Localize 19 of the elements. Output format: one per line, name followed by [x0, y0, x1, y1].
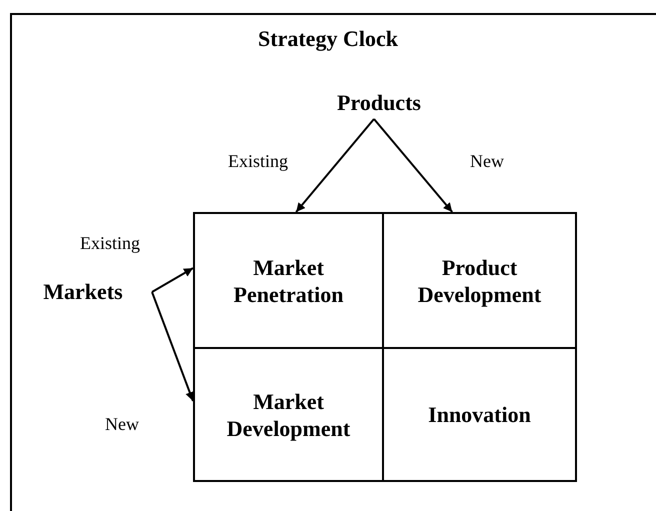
diagram-title: Strategy Clock: [257, 26, 399, 52]
cell-label: Product Development: [416, 254, 542, 308]
arrow: [151, 292, 194, 402]
edge-label: Existing: [80, 233, 140, 254]
axis-heading: Markets: [18, 277, 148, 307]
arrow: [295, 118, 375, 213]
matrix-cell: [193, 347, 384, 482]
axis-heading: Products: [324, 88, 434, 118]
matrix-cell: [382, 212, 577, 349]
cell-label: Market Penetration: [232, 254, 344, 308]
matrix-cell: [382, 347, 577, 482]
edge-label: New: [470, 151, 504, 172]
arrow: [373, 118, 453, 213]
cell-label: Innovation: [428, 401, 531, 428]
arrow: [152, 267, 194, 293]
edge-label: Existing: [228, 151, 288, 172]
cell-label: Market Development: [226, 388, 352, 442]
matrix-cell: [193, 212, 384, 349]
edge-label: New: [105, 414, 139, 435]
